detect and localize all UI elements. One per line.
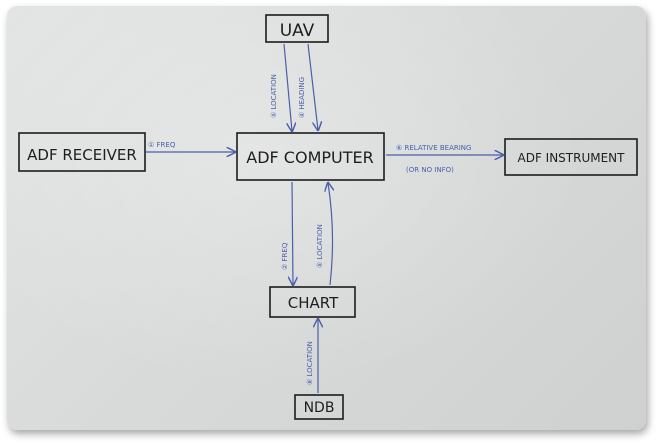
arrow-uav-heading <box>307 43 318 130</box>
edge-label-freq: ① FREQ <box>148 141 176 149</box>
node-uav-label: UAV <box>280 21 315 41</box>
node-adf-instrument-label: ADF INSTRUMENT <box>518 151 626 165</box>
edge-label-location-chart: ⑤ LOCATION <box>316 224 324 268</box>
edge-label-freq-chart: ② FREQ <box>281 242 289 270</box>
edge-chart-to-computer: ⑤ LOCATION <box>316 183 332 286</box>
node-chart-label: CHART <box>288 294 339 312</box>
whiteboard-photo <box>7 6 646 430</box>
arrow-uav-location <box>283 43 292 131</box>
edge-computer-to-chart: ② FREQ <box>281 181 293 285</box>
arrow-chart-computer <box>328 183 332 286</box>
node-adf-instrument: ADF INSTRUMENT <box>504 138 638 176</box>
edge-label-relative-bearing: ⑥ RELATIVE BEARING <box>396 144 471 152</box>
node-ndb-label: NDB <box>304 400 335 416</box>
edge-receiver-to-computer: ① FREQ <box>146 141 235 152</box>
node-ndb: NDB <box>294 394 344 420</box>
edge-computer-to-instrument: ⑥ RELATIVE BEARING (OR NO INFO) <box>386 144 503 174</box>
edge-label-location-uav: ⑤ LOCATION <box>270 74 278 118</box>
node-uav: UAV <box>265 14 329 43</box>
edge-label-no-info: (OR NO INFO) <box>406 166 454 174</box>
node-adf-computer: ADF COMPUTER <box>236 132 385 181</box>
node-chart: CHART <box>269 286 356 318</box>
node-adf-computer-label: ADF COMPUTER <box>246 148 373 167</box>
edge-label-heading: ④ HEADING <box>298 77 306 118</box>
edge-label-location-ndb: ⑧ LOCATION <box>306 341 314 385</box>
arrow-computer-chart <box>292 181 293 285</box>
edge-ndb-to-chart: ⑧ LOCATION <box>306 319 318 393</box>
node-adf-receiver-label: ADF RECEIVER <box>27 146 137 164</box>
edge-uav-heading: ④ HEADING <box>298 43 318 130</box>
node-adf-receiver: ADF RECEIVER <box>18 132 146 172</box>
edge-uav-location: ⑤ LOCATION <box>270 43 292 131</box>
